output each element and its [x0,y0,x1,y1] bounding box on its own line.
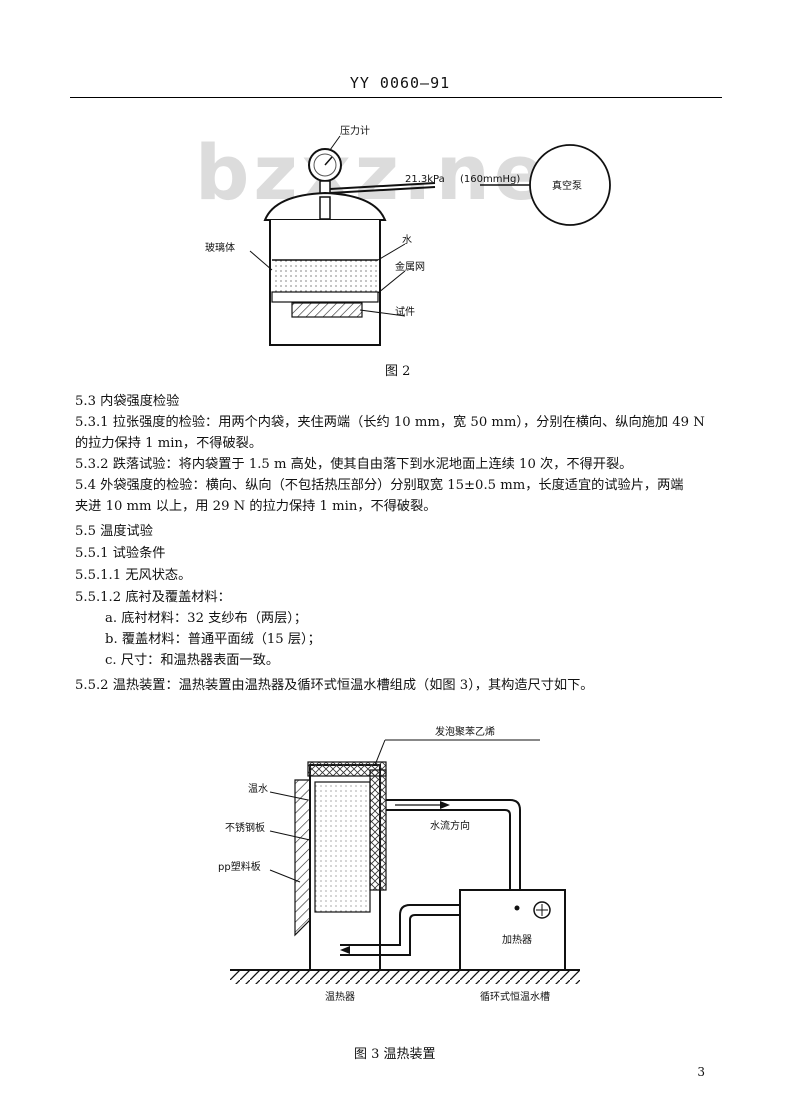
mesh-label: 金属网 [395,260,425,273]
bath-label: 循环式恒温水槽 [480,990,550,1003]
section-5-4-line2: 夹进 10 mm 以上，用 29 N 的拉力保持 1 min，不得破裂。 [75,499,437,514]
heater-label: 加热器 [502,933,532,946]
section-5-5-1: 5.5.1 试验条件 [75,546,166,561]
water-label: 水 [402,234,412,246]
section-5-3-1-line2: 的拉力保持 1 min，不得破裂。 [75,436,263,451]
section-5-5-1-1: 5.5.1.1 无风状态。 [75,568,192,583]
steel-label: 不锈钢板 [225,821,265,834]
figure-3-caption: 图 3 温热装置 [354,1047,436,1062]
sample-label: 试件 [395,305,415,318]
figure-2-caption: 图 2 [385,364,411,379]
pressure-kpa-label: 21.3kPa [405,174,445,185]
section-5-5-2: 5.5.2 温热装置：温热装置由温热器及循环式恒温水槽组成（如图 3），其构造尺… [75,678,594,693]
pressure-mmhg-label: (160mmHg) [460,174,520,185]
section-5-5-1-2: 5.5.1.2 底衬及覆盖材料： [75,590,231,605]
list-item-c: c. 尺寸：和温热器表面一致。 [105,653,280,668]
section-5-4-line1: 5.4 外袋强度的检验：横向、纵向（不包括热压部分）分别取宽 15±0.5 mm… [75,478,684,493]
figure-3-warming-device: 发泡聚苯乙烯 温水 不锈钢板 pp塑料板 水流方向 加热器 温热器 循环式恒温水… [218,725,580,1003]
watermark: bzxz.net [195,128,590,217]
glass-label: 玻璃体 [205,241,235,254]
header-rule [70,97,722,98]
pp-label: pp塑料板 [218,860,261,873]
page-number: 3 [697,1065,705,1079]
warmer-label: 温热器 [325,990,355,1003]
foam-label: 发泡聚苯乙烯 [435,725,495,738]
section-5-3-1-line1: 5.3.1 拉张强度的检验：用两个内袋，夹住两端（长约 10 mm，宽 50 m… [75,415,705,430]
list-item-b: b. 覆盖材料：普通平面绒（15 层）； [105,632,321,647]
section-5-3-2: 5.3.2 跌落试验：将内袋置于 1.5 m 高处，使其自由落下到水泥地面上连续… [75,457,633,472]
document-header-code: YY 0060—91 [349,74,451,92]
list-item-a: a. 底衬材料：32 支纱布（两层）； [105,611,308,626]
warm-water-label: 温水 [248,783,268,795]
gauge-label: 压力计 [340,124,370,137]
flow-label: 水流方向 [430,819,470,832]
section-5-5: 5.5 温度试验 [75,524,153,539]
figure-2-vacuum-apparatus: 压力计 21.3kPa (160mmHg) 真空泵 玻璃体 水 金属网 试件 [205,124,611,346]
section-5-3: 5.3 内袋强度检验 [75,394,180,409]
pump-label: 真空泵 [552,179,582,192]
vacuum-pump [529,144,611,226]
